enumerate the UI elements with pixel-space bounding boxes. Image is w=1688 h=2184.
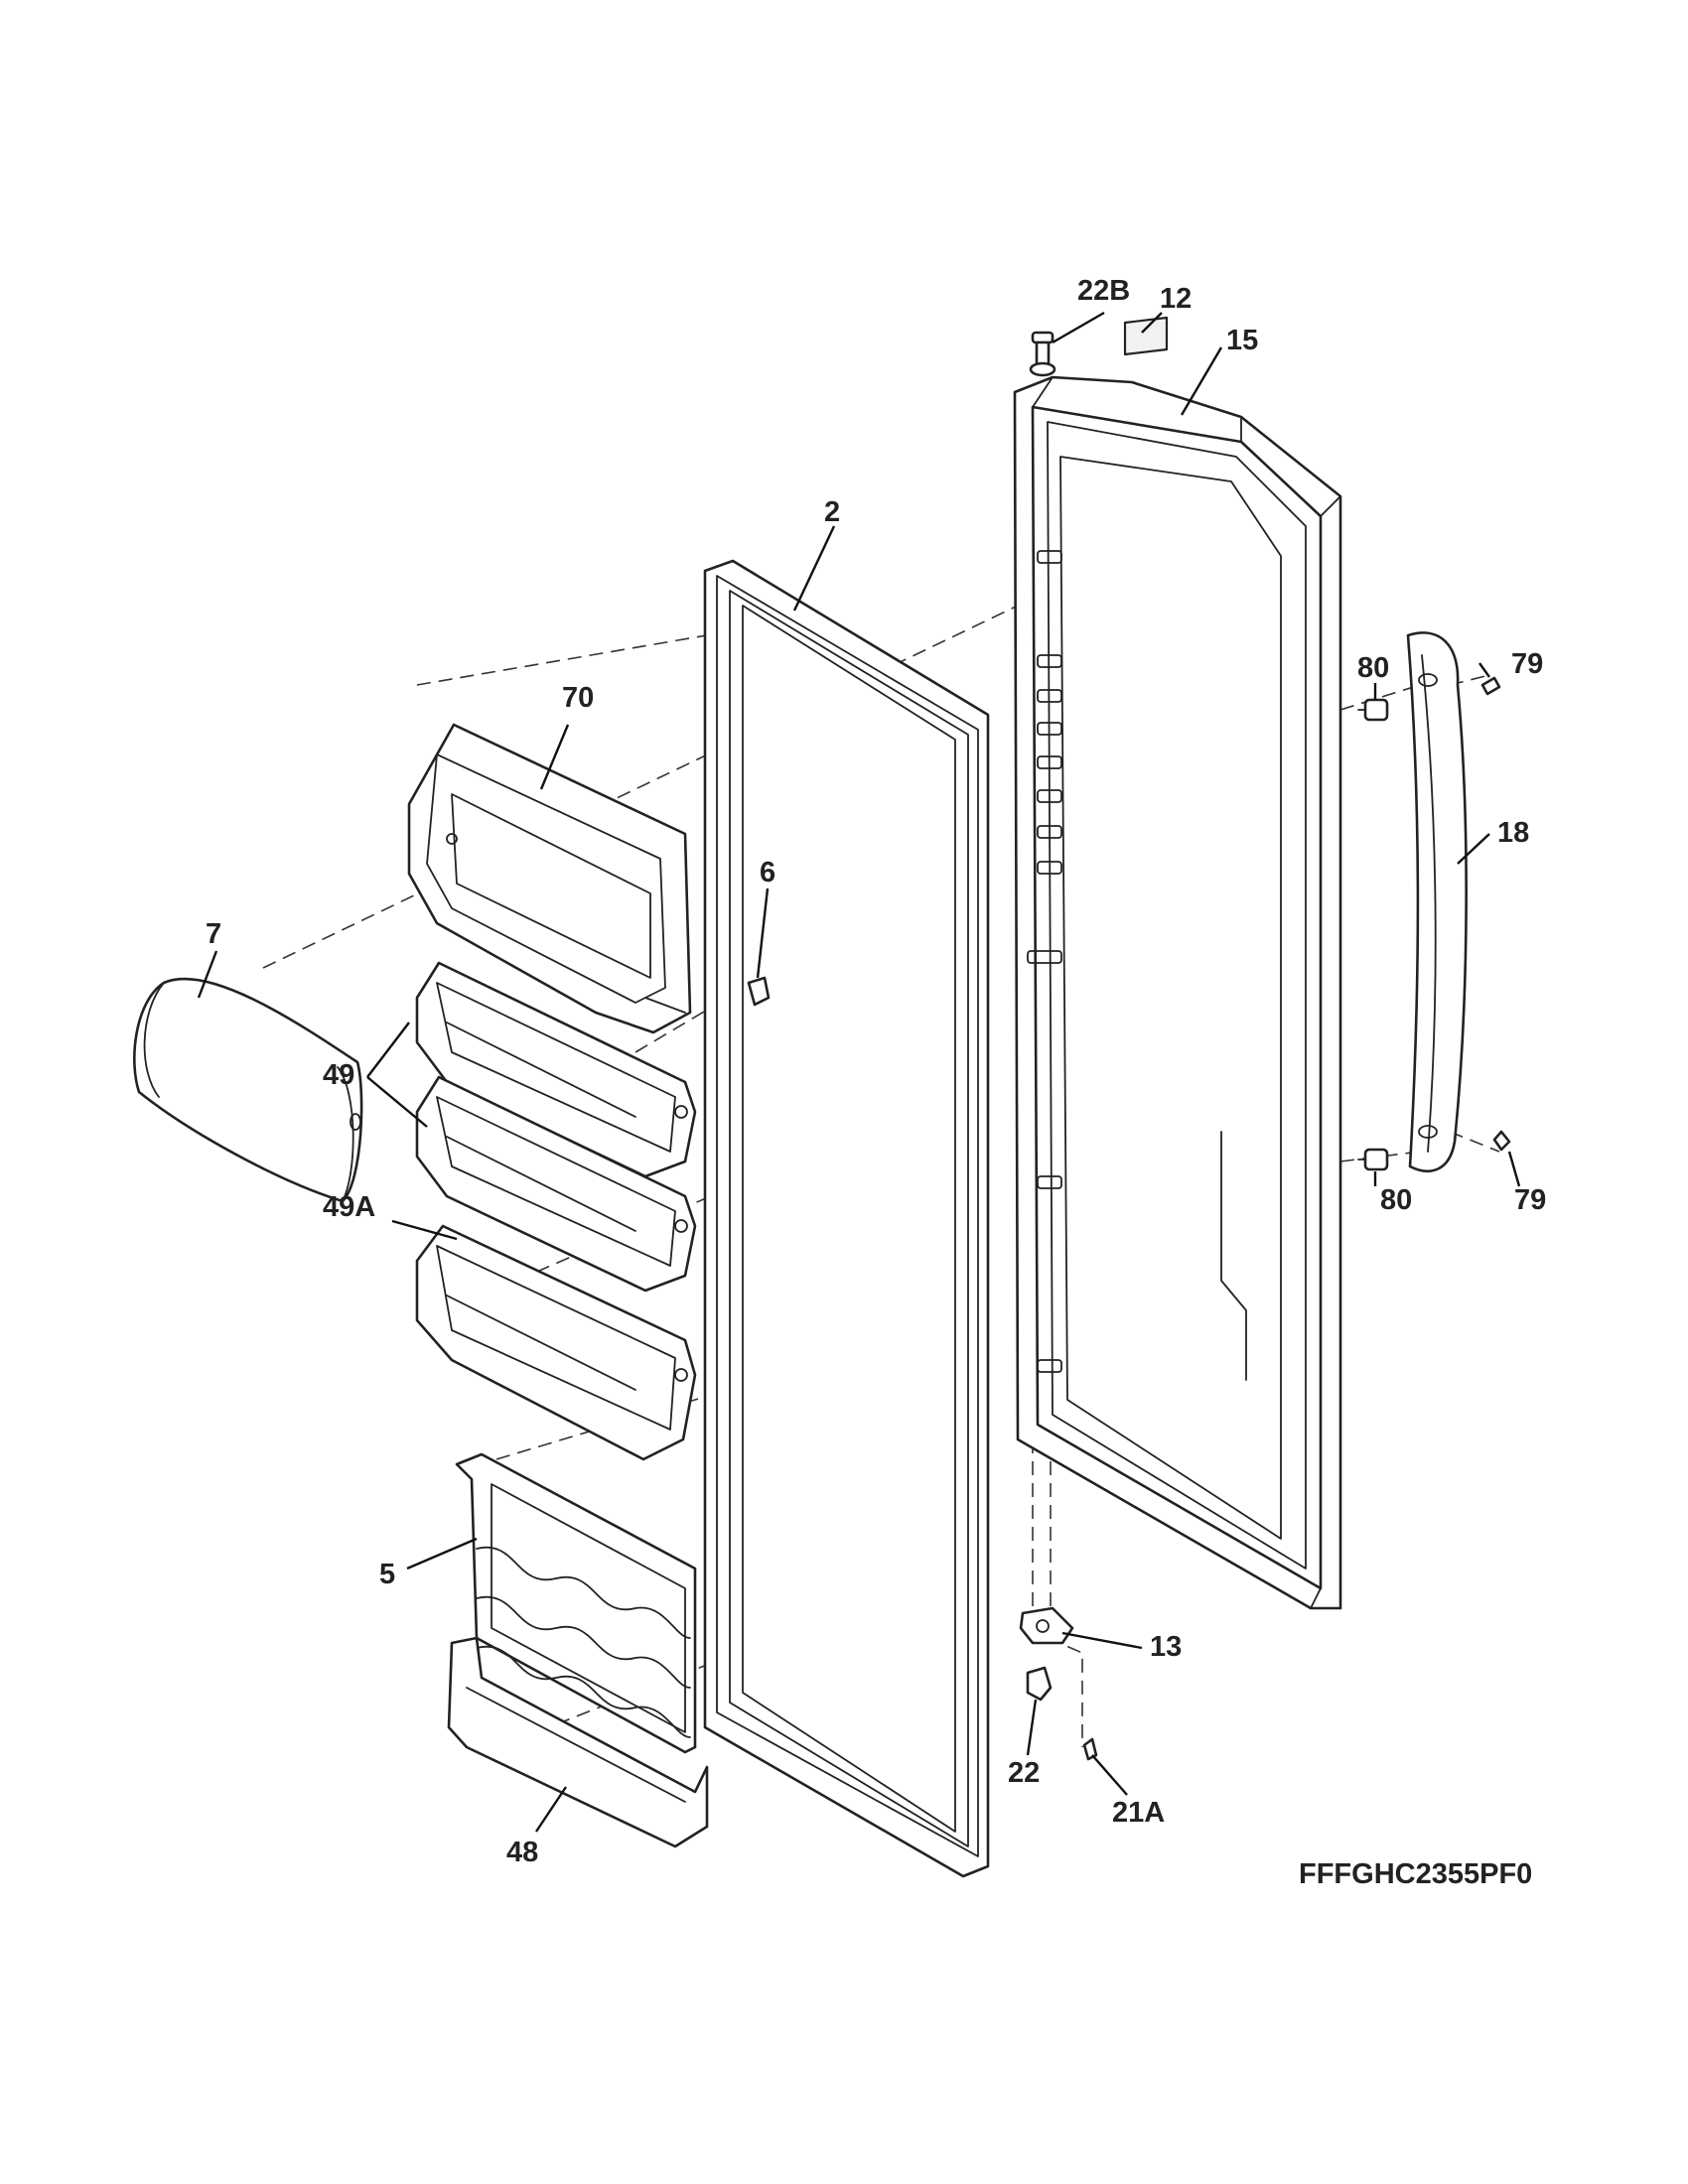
callout-2: 2 [824, 496, 840, 528]
callout-18: 18 [1497, 817, 1529, 849]
callout-7: 7 [206, 918, 221, 950]
set-screw-79-top [1480, 676, 1501, 696]
door-bin-studs [1027, 550, 1247, 1381]
dairy-door-7 [133, 977, 363, 1203]
set-screw-79-bottom [1492, 1130, 1511, 1152]
clip-6 [747, 976, 771, 1007]
callout-6: 6 [760, 857, 775, 888]
callout-12: 12 [1160, 283, 1192, 315]
handle-stud-80-top [1357, 698, 1389, 722]
handle-18 [1406, 631, 1468, 1172]
callout-79-top: 79 [1511, 648, 1543, 680]
callout-21a: 21A [1112, 1797, 1165, 1829]
hinge-bushing-22 [1026, 1666, 1053, 1702]
callout-13: 13 [1150, 1631, 1182, 1663]
lower-bin-48 [447, 1636, 709, 1848]
callout-80-bottom: 80 [1380, 1184, 1412, 1216]
callout-79-bottom: 79 [1514, 1184, 1546, 1216]
door-bin-49a [415, 1224, 697, 1461]
callout-48: 48 [506, 1837, 538, 1868]
door-panel-15 [1013, 375, 1342, 1610]
model-number: FFFGHC2355PF0 [1299, 1858, 1532, 1890]
handle-stud-80-bottom [1357, 1148, 1389, 1171]
callout-15: 15 [1226, 325, 1258, 356]
hinge-bracket-13 [1019, 1606, 1074, 1645]
label-12 [1123, 316, 1169, 356]
callout-22b: 22B [1077, 275, 1130, 307]
callout-70: 70 [562, 682, 594, 714]
leader-lines [197, 311, 1521, 1833]
callout-5: 5 [379, 1559, 395, 1590]
door-bin-49-lower [415, 1075, 697, 1293]
door-gasket-2 [703, 559, 990, 1878]
screw-21a [1082, 1737, 1098, 1761]
callout-22: 22 [1008, 1757, 1040, 1789]
hinge-pin-22b [1029, 331, 1056, 377]
callout-49a: 49A [323, 1191, 375, 1223]
can-rack-5 [455, 1452, 697, 1754]
callout-labels: 22B 12 15 2 70 80 79 18 6 7 49 49A 80 79… [206, 275, 1546, 1868]
callout-49: 49 [323, 1059, 354, 1091]
dairy-bin-70 [407, 723, 692, 1034]
callout-80-top: 80 [1357, 652, 1389, 684]
